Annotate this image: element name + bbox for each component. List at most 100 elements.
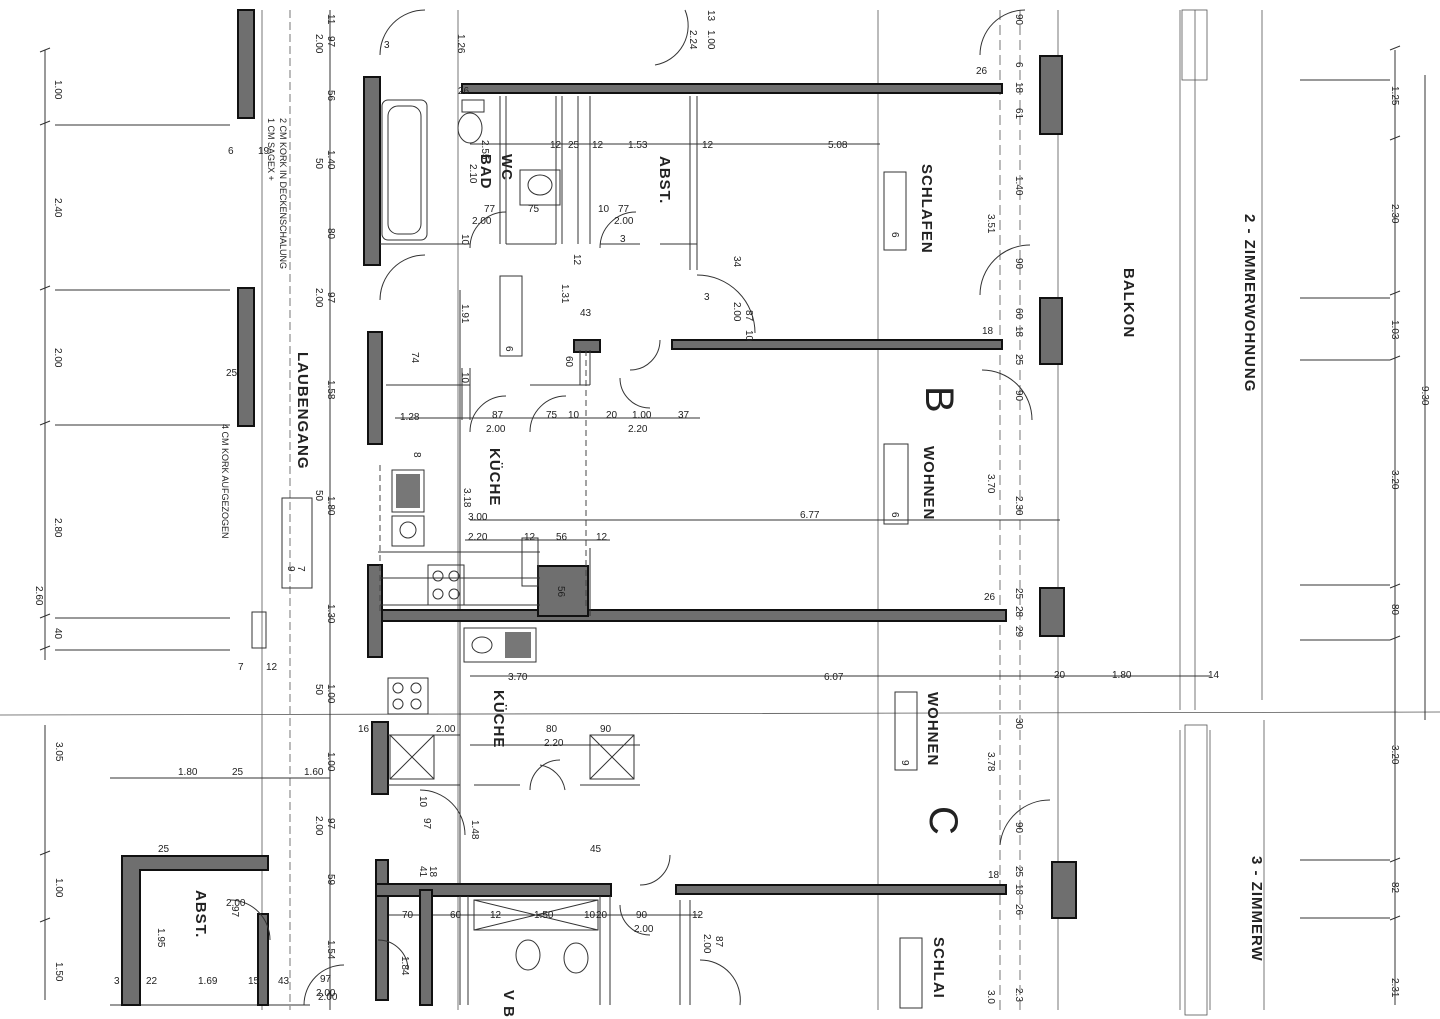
dimension-label: 6 — [889, 232, 900, 238]
shaft-1 — [389, 734, 435, 780]
dimension-label: 61 — [1013, 108, 1024, 120]
room-wohnen-b: WOHNEN — [920, 446, 937, 520]
dimension-label: 70 — [402, 910, 414, 921]
unit-b-letter: B — [917, 386, 961, 413]
dimension-label: 18 — [982, 326, 994, 337]
dimension-label: 97 — [325, 36, 336, 48]
dimension-label: 45 — [590, 844, 602, 855]
cooktop-b — [427, 564, 465, 606]
dimension-label: 1.80 — [1112, 670, 1132, 681]
dimension-label: 2.00 — [731, 302, 742, 322]
dimension-label: 10 — [584, 910, 596, 921]
dimension-lines — [39, 10, 1426, 1010]
dimension-label: 6 — [228, 146, 234, 157]
dimension-label: 6.77 — [800, 510, 820, 521]
dimension-label: 2.00 — [313, 288, 324, 308]
room-schlafen-b: SCHLAFEN — [918, 164, 935, 254]
dimension-label: 77 — [618, 204, 630, 215]
dimension-label: 74 — [409, 352, 420, 364]
dimension-label: 6 — [503, 346, 514, 352]
dimension-label: 1.48 — [469, 820, 480, 840]
dimension-label: 3 — [384, 40, 390, 51]
dimension-label: 5.08 — [828, 140, 848, 151]
dimension-label: 3 — [620, 234, 626, 245]
dimension-label: 1.40 — [325, 150, 336, 170]
room-bad-c: V B — [500, 990, 517, 1018]
dimension-label: 56 — [556, 532, 568, 543]
dimension-label: 1.00 — [52, 80, 63, 100]
wall-lower-c — [675, 884, 1007, 895]
dimension-label: 25 — [1013, 354, 1024, 366]
room-wc: WC — [498, 154, 515, 181]
dimension-label: 12 — [571, 254, 582, 266]
dimension-label: 9 — [899, 760, 910, 766]
dimension-label: 1.00 — [325, 684, 336, 704]
dimension-label: 6 — [1013, 62, 1024, 68]
dimension-label: 2.30 — [1013, 496, 1024, 516]
cooktop-c — [387, 677, 429, 715]
dimension-label: 1.00 — [53, 878, 64, 898]
dimension-label: 26 — [458, 86, 470, 97]
note-kork: 2 CM KORK IN DECKENSCHALUNG — [278, 118, 288, 269]
dimension-label: 1.80 — [178, 767, 198, 778]
dimension-label: 97 — [421, 818, 432, 830]
room-kueche-b: KÜCHE — [486, 448, 503, 506]
dimension-label: 20 — [596, 910, 608, 921]
dimension-label: 80 — [546, 724, 558, 735]
dimension-label: 87 — [743, 310, 754, 322]
dimension-label: 56 — [325, 90, 336, 102]
dimension-label: 1.80 — [325, 496, 336, 516]
dimension-label: 1.53 — [628, 140, 648, 151]
unit-c-letter: C — [921, 806, 965, 835]
dimension-label: 34 — [731, 256, 742, 268]
unit-b-name: 2 - ZIMMERWOHNUNG — [1241, 214, 1258, 392]
dimension-label: 2.00 — [316, 988, 336, 999]
dimension-label: 2.40 — [52, 198, 63, 218]
dimension-label: 1.30 — [325, 604, 336, 624]
dimension-label: 90 — [1013, 822, 1024, 834]
dimension-label: 28 — [1013, 606, 1024, 618]
dimension-label: 12 — [596, 532, 608, 543]
dimension-label: 7 — [295, 566, 306, 572]
wall-mid-b — [671, 339, 1003, 350]
dimension-label: 75 — [546, 410, 558, 421]
room-laubengang: LAUBENGANG — [294, 352, 311, 470]
dimension-label: 2.55 — [479, 140, 490, 160]
dimension-label: 1.00 — [705, 30, 716, 50]
dimension-label: 26 — [1013, 904, 1024, 916]
dimension-label: 43 — [580, 308, 592, 319]
room-schlafen-c: SCHLAI — [930, 937, 947, 999]
dimension-label: 1.91 — [459, 304, 470, 324]
dimension-label: 25 — [1013, 588, 1024, 600]
dimension-label: 2.20 — [468, 532, 488, 543]
dimension-label: 87 — [713, 936, 724, 948]
dimension-label: 90 — [636, 910, 648, 921]
walls — [121, 9, 1077, 1006]
dimension-label: 2.00 — [614, 216, 634, 227]
notes: 1 CM SAGEX + 2 CM KORK IN DECKENSCHALUNG… — [220, 118, 288, 539]
dimension-label: 12 — [524, 532, 536, 543]
dimension-label: 29 — [1013, 626, 1024, 638]
dimension-label: 10 — [459, 234, 470, 246]
dimension-label: 80 — [325, 228, 336, 240]
dimension-label: 1.58 — [325, 380, 336, 400]
room-wohnen-c: WOHNEN — [924, 692, 941, 766]
dimension-label: 7 — [238, 662, 244, 673]
dimension-label: 18 — [1013, 884, 1024, 896]
dimension-label: 1.26 — [455, 34, 466, 54]
shaft-2 — [589, 734, 635, 780]
dimension-label: 2.00 — [436, 724, 456, 735]
dimension-label: 3.00 — [468, 512, 488, 523]
dimension-label: 50 — [313, 684, 324, 696]
note-sagex: 1 CM SAGEX + — [266, 118, 276, 181]
wall-top-unit-b — [461, 83, 1003, 94]
dimension-label: 2.80 — [52, 518, 63, 538]
dimension-label: 77 — [484, 204, 496, 215]
dimension-label: 25 — [226, 368, 238, 379]
dimension-label: 75 — [528, 204, 540, 215]
dimension-label: 3 — [114, 976, 120, 987]
dimension-label: 2.00 — [313, 816, 324, 836]
dimension-label: 1.40 — [1013, 176, 1024, 196]
note-kork-bottom: 4 CM KORK AUFGEZOGEN — [220, 424, 230, 539]
dimension-label: 16 — [358, 724, 370, 735]
